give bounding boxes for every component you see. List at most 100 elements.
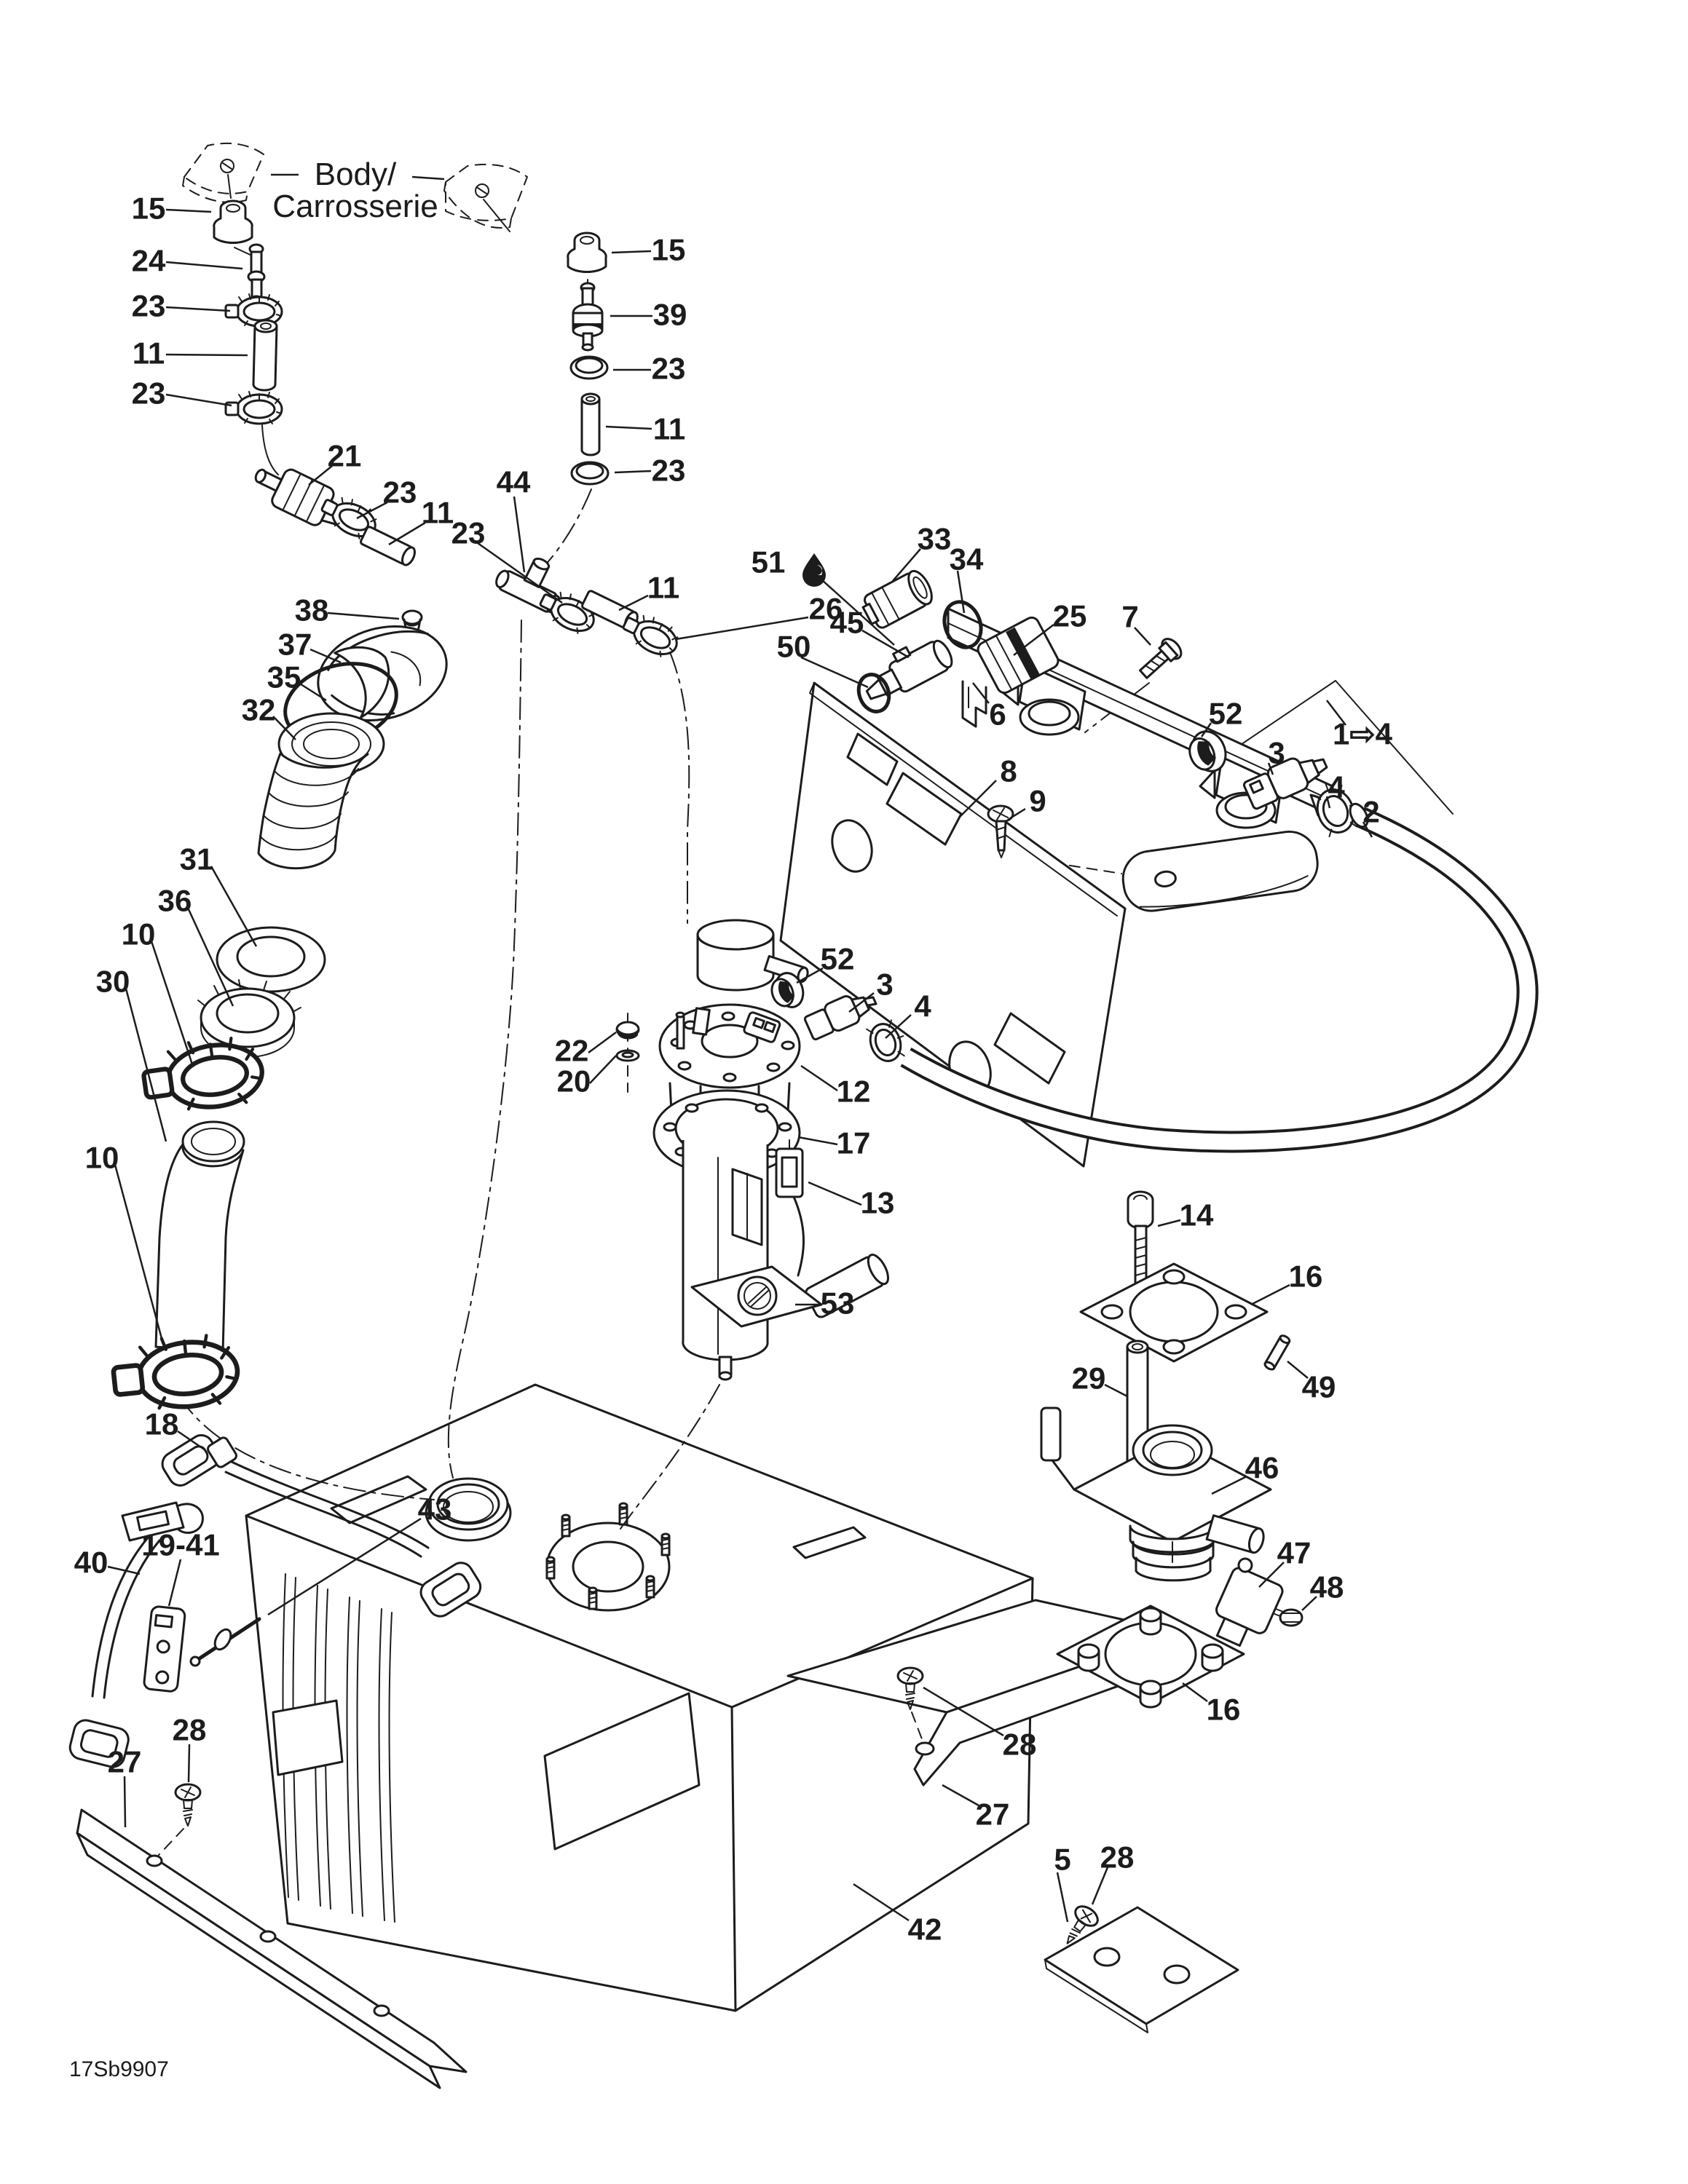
filler-elbow-30 <box>154 1120 245 1354</box>
callout-25-31: 25 <box>1053 599 1087 633</box>
callout-14-50: 14 <box>1180 1198 1214 1233</box>
leader-31-21 <box>210 866 258 947</box>
leader-18-58 <box>177 1430 206 1452</box>
pump-cap-cover <box>696 919 809 992</box>
leader-29-52 <box>1104 1383 1128 1398</box>
pin-49 <box>1263 1334 1291 1371</box>
callout-44-9: 44 <box>497 465 531 499</box>
leader-12-46 <box>800 1064 838 1092</box>
callout-9-35: 9 <box>1029 784 1046 818</box>
callout-39-13: 39 <box>653 298 687 332</box>
callout-26-11: 26 <box>809 592 843 626</box>
washer-31 <box>216 926 326 993</box>
pin-43 <box>189 1617 261 1667</box>
callout-1⇨4-38: 1⇨4 <box>1333 717 1393 751</box>
fitting-33 <box>861 569 933 629</box>
callout-49-53: 49 <box>1302 1370 1336 1404</box>
leader-4-43 <box>885 1014 912 1039</box>
leader-3-37 <box>1267 762 1274 775</box>
float-sensor-13 <box>775 1139 890 1318</box>
callout-16-51: 16 <box>1289 1259 1323 1294</box>
group-bracket-1-4 <box>1225 680 1454 815</box>
callout-47-55: 47 <box>1277 1536 1312 1570</box>
leader-35-19 <box>298 681 327 702</box>
mount-plate-5 <box>1044 1906 1239 2033</box>
hook-rod-40 <box>68 1501 204 1768</box>
leader-10-25 <box>114 1164 165 1345</box>
leader-4-39 <box>1325 796 1331 809</box>
diagram-title-line2: Carrosserie <box>272 189 438 224</box>
vent-tube-11-c <box>360 526 416 566</box>
leader-6-33 <box>972 682 990 704</box>
leader-23-2 <box>165 306 231 312</box>
filler-cap-37 <box>317 625 448 722</box>
leader-52-36 <box>1200 722 1212 737</box>
callout-2-40: 2 <box>1362 795 1379 829</box>
leader-45-29 <box>861 629 910 659</box>
fuel-filter-21 <box>254 468 355 528</box>
callout-45-29: 45 <box>830 606 864 640</box>
leader-51-26 <box>821 579 895 646</box>
callout-51-26: 51 <box>752 545 786 579</box>
valve-3-right <box>1242 757 1328 810</box>
leader-25-31 <box>1013 624 1054 656</box>
bolt-48 <box>1272 1608 1304 1627</box>
leader-7-32 <box>1134 627 1151 646</box>
leader-33-27 <box>892 548 921 582</box>
callout-48-56: 48 <box>1310 1570 1344 1605</box>
leader-2-40 <box>1362 821 1373 838</box>
grommet-15-left <box>213 199 253 245</box>
callout-22-44: 22 <box>555 1034 589 1068</box>
clip-6 <box>961 680 987 728</box>
leader-20-45 <box>589 1055 617 1084</box>
leader-50-30 <box>800 656 869 689</box>
screw-28-left <box>174 1783 202 1827</box>
leader-28-67 <box>1091 1867 1109 1905</box>
fuel-drop-icon <box>802 553 826 587</box>
leader-23-16 <box>614 470 652 474</box>
leader-9-35 <box>1007 807 1026 821</box>
leader-19-41-60 <box>167 1559 182 1607</box>
callout-8-34: 8 <box>1000 754 1017 788</box>
callout-38-17: 38 <box>295 593 329 628</box>
leader-49-53 <box>1287 1361 1309 1379</box>
callout-28-67: 28 <box>1100 1840 1135 1875</box>
ring-23-right-a <box>569 355 609 380</box>
callout-43-61: 43 <box>418 1492 452 1527</box>
tank-top-slot-right <box>792 1526 867 1559</box>
leader-43-61 <box>267 1517 422 1616</box>
leader-23-6 <box>356 501 388 520</box>
callout-6-33: 6 <box>989 697 1006 732</box>
leader-16-51 <box>1250 1283 1290 1306</box>
callout-20-45: 20 <box>557 1064 591 1099</box>
callout-40-59: 40 <box>74 1546 109 1580</box>
callout-23-4: 23 <box>132 376 166 411</box>
callout-53-49: 53 <box>821 1286 855 1321</box>
callout-24-1: 24 <box>132 244 166 278</box>
bolt-7 <box>1138 638 1183 679</box>
callout-32-20: 32 <box>242 693 276 727</box>
leader-11-7 <box>388 521 426 546</box>
callout-46-54: 46 <box>1245 1451 1279 1485</box>
leader-44-9 <box>513 496 526 573</box>
leader-40-59 <box>107 1565 141 1575</box>
leader-24-1 <box>165 261 243 270</box>
leader-11-15 <box>605 425 652 430</box>
pump-valve-3 <box>803 995 877 1041</box>
filler-neck-32 <box>257 712 385 870</box>
leader-28-64 <box>923 1686 1004 1737</box>
drawing-code: 17Sb9907 <box>69 2057 169 2081</box>
leader-15-0 <box>165 208 212 213</box>
leader-30-24 <box>125 988 167 1142</box>
callout-23-2: 23 <box>132 289 166 323</box>
clamp-52-right <box>1188 730 1227 772</box>
leader-15-12 <box>611 250 652 254</box>
callout-layer: 1524231123212311234411261539231123383735… <box>74 191 1393 1947</box>
callout-3-42: 3 <box>876 968 893 1002</box>
callout-23-8: 23 <box>451 516 486 550</box>
leader-14-50 <box>1157 1219 1181 1227</box>
callout-23-6: 23 <box>383 475 417 510</box>
callout-11-10: 11 <box>647 571 679 605</box>
pump-connector-52 <box>770 972 805 1008</box>
